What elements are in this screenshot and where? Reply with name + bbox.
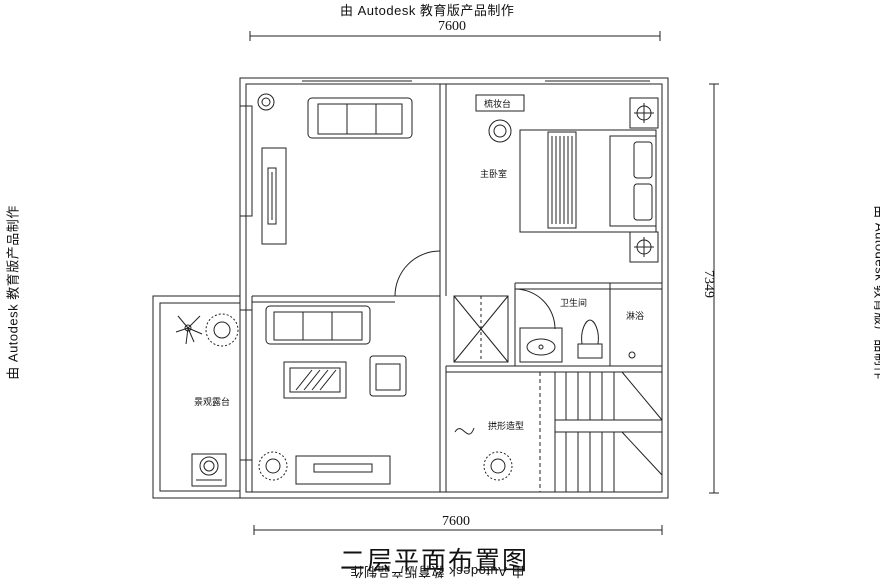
dimension-right-height: 7349 (701, 270, 716, 298)
staircase (539, 371, 663, 493)
terrace-plant-large (205, 313, 239, 347)
shower-drain (628, 351, 636, 359)
corner-plant (257, 93, 275, 111)
vanity-stool (488, 119, 512, 143)
exterior-walls (239, 77, 669, 499)
terrace-plant-palm (175, 315, 203, 345)
right-dimension-line (709, 83, 719, 494)
tv-stand (295, 455, 391, 485)
living-room-door (394, 250, 441, 297)
label-terrace: 景观露台 (194, 398, 231, 408)
coffee-table (283, 361, 347, 399)
label-vanity: 梳妆台 (484, 100, 512, 110)
toilet (577, 319, 603, 359)
top-dimension-line (249, 31, 661, 41)
drawing-title: 二层平面布置图 (340, 546, 530, 575)
arch-feature (454, 427, 475, 435)
dimension-top-width: 7600 (438, 19, 466, 34)
label-arch: 拱形造型 (488, 422, 525, 432)
plant-living-room (258, 451, 288, 481)
dimension-bottom-width: 7600 (442, 514, 470, 529)
vanity-table (475, 94, 525, 112)
left-window (239, 105, 253, 217)
lower-sofa (265, 305, 371, 345)
bathroom-door (514, 288, 556, 330)
tv-cabinet (261, 147, 287, 245)
watermark-left: 由 Autodesk 教育版产品制作 (5, 205, 21, 380)
nightstand-lamps (629, 97, 659, 263)
master-bed (519, 129, 657, 233)
closet-shaft (453, 295, 509, 363)
upper-sofa (307, 97, 413, 139)
terrace-washer (191, 453, 227, 487)
watermark-top: 由 Autodesk 教育版产品制作 (340, 3, 515, 18)
plant-arch (483, 451, 513, 481)
bottom-dimension-line (253, 525, 663, 535)
armchair (369, 355, 407, 397)
label-shower: 淋浴 (626, 312, 645, 322)
watermark-right: 由 Autodesk 教育版产品制作 (872, 205, 880, 380)
label-bathroom: 卫生间 (560, 299, 588, 309)
wash-basin (519, 327, 563, 363)
label-master-bedroom: 主卧室 (480, 170, 508, 180)
interior-walls (251, 84, 662, 492)
